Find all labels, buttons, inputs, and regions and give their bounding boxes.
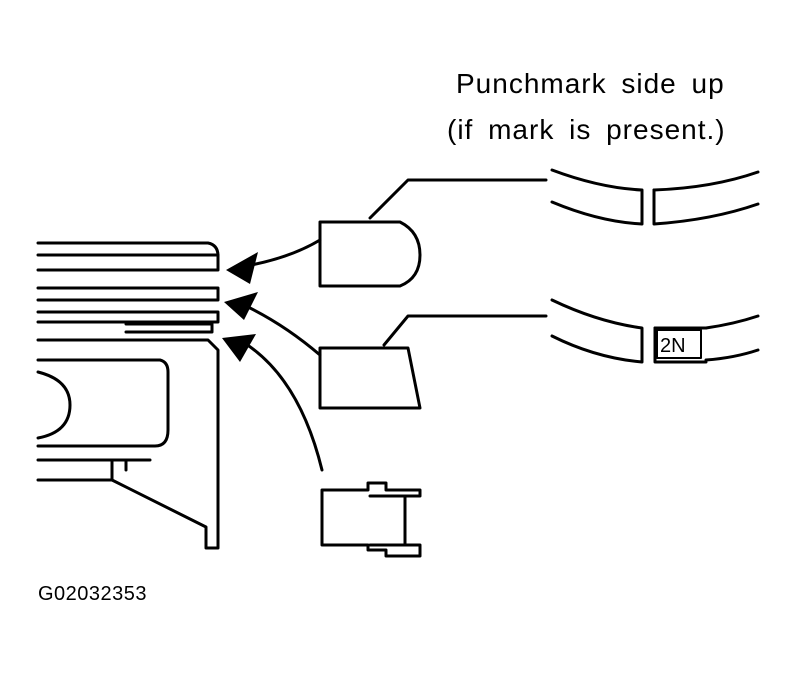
second-ring-section — [318, 346, 422, 410]
arrowhead-top-ring — [226, 252, 258, 284]
piston-land-2 — [36, 286, 220, 302]
second-ring-gap-view — [550, 298, 760, 364]
figure-code: G02032353 — [38, 583, 148, 605]
punch-mark-label: 2N — [660, 335, 686, 357]
oil-ring-section — [320, 481, 422, 558]
caption-line-1: Punchmark side up — [456, 68, 725, 99]
piston-oil-groove — [124, 322, 214, 334]
arrows — [244, 238, 324, 472]
top-ring-section — [318, 220, 422, 288]
piston-land-3 — [36, 310, 220, 324]
arrowhead-oil-ring — [222, 334, 256, 362]
arrow-shaft-second-ring — [244, 304, 322, 357]
caption-line-2: (if mark is present.) — [447, 114, 726, 145]
arrow-shaft-oil-ring — [244, 342, 324, 472]
top-ring-gap-view — [550, 168, 760, 226]
piston — [36, 241, 220, 550]
leader-line-second — [382, 314, 548, 347]
piston-skirt — [36, 338, 220, 550]
piston-pin-boss — [36, 358, 170, 448]
piston-pin — [36, 370, 72, 440]
punch-mark-box — [656, 329, 702, 359]
arrowhead-second-ring — [224, 292, 258, 320]
leader-line-top — [368, 178, 548, 220]
